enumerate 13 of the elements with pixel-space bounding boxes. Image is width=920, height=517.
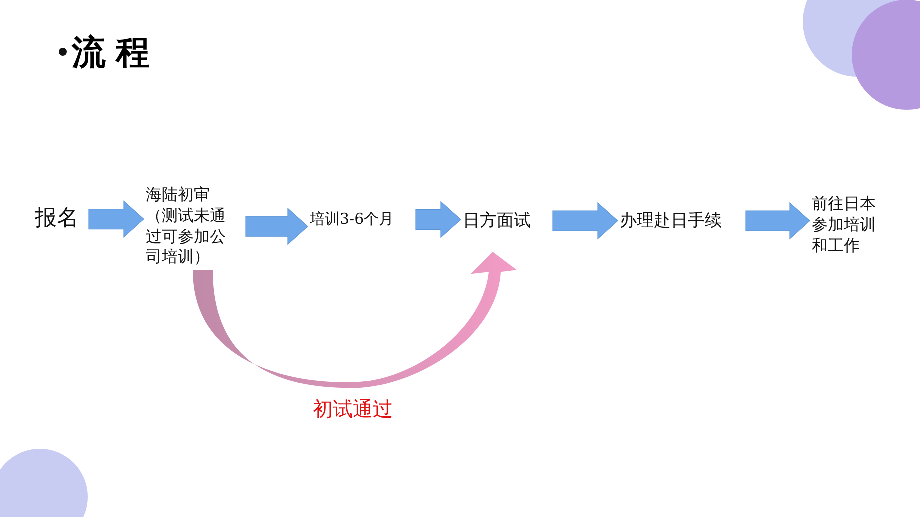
step-text: 报名 (35, 205, 83, 234)
block-arrow (88, 200, 144, 238)
step-text: 前往日本参加培训和工作 (812, 194, 880, 256)
step-text: 海陆初审（测试未通过可参加公司培训） (146, 185, 240, 268)
slide-title: 流程 (72, 32, 160, 75)
block-arrow (746, 202, 810, 240)
block-arrow (552, 202, 618, 240)
block-arrow (246, 208, 308, 246)
step-text: 日方面试 (463, 210, 547, 232)
curved-arrow (193, 252, 517, 388)
step-text: 培训3-6个月 (310, 210, 410, 230)
step-text: 办理赴日手续 (620, 210, 740, 232)
block-arrow (416, 201, 462, 238)
